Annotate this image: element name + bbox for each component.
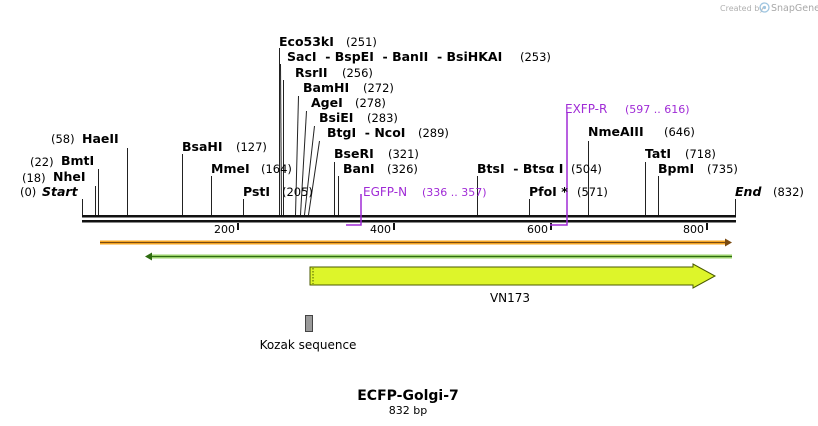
site-start[interactable]: (0) Start <box>20 184 79 199</box>
site-nhei-pos: (18) <box>22 171 46 185</box>
arrow-left-icon <box>145 252 152 261</box>
site-eco53ki[interactable]: Eco53kI (251) <box>279 34 377 49</box>
site-pfoi-pos: (571) <box>577 185 608 199</box>
site-bpmi-name: BpmI <box>658 161 694 176</box>
orf-reverse[interactable] <box>145 252 732 261</box>
site-saci-group-name: SacI - BspEI - BanII - BsiHKAI <box>287 49 502 64</box>
site-bmti[interactable]: (22) BmtI <box>30 153 94 169</box>
feature-vn173[interactable]: VN173 <box>309 263 717 305</box>
site-btsi-group-name: BtsI - Btsα I <box>477 161 563 176</box>
site-bpmi-pos: (735) <box>707 162 738 176</box>
ruler: 200 400 600 800 <box>214 223 708 236</box>
site-bsiei-name: BsiEI <box>319 110 353 125</box>
site-saci-group[interactable]: SacI - BspEI - BanII - BsiHKAI (253) <box>287 49 551 64</box>
site-bmti-name: BmtI <box>61 153 94 168</box>
site-btsi-group-pos: (504) <box>571 162 602 176</box>
site-btgi-group-name: BtgI - NcoI <box>327 125 405 140</box>
feature-kozak[interactable]: Kozak sequence <box>260 315 357 353</box>
ruler-tick-label: 400 <box>370 223 391 236</box>
site-psti-name: PstI <box>243 184 270 199</box>
site-bsahi-name: BsaHI <box>182 139 223 154</box>
site-eco53ki-name: Eco53kI <box>279 34 334 49</box>
orf-forward[interactable] <box>100 238 732 247</box>
primer-egfp-n[interactable]: EGFP-N (336 .. 357) <box>346 185 487 226</box>
site-haeii[interactable]: (58) HaeII <box>51 131 119 146</box>
site-bseri-pos: (321) <box>388 147 419 161</box>
site-end-pos: (832) <box>773 185 804 199</box>
site-agei-pos: (278) <box>355 96 386 110</box>
site-tati-pos: (718) <box>685 147 716 161</box>
site-nhei[interactable]: (18) NheI <box>22 169 86 185</box>
site-bamhi[interactable]: BamHI (272) <box>303 80 394 95</box>
site-btgi-group[interactable]: BtgI - NcoI (289) <box>327 125 449 140</box>
plasmid-length: 832 bp <box>389 404 427 417</box>
primer-exfp-r[interactable]: EXFP-R (597 .. 616) <box>550 102 690 226</box>
site-psti[interactable]: PstI (205) <box>243 184 313 199</box>
snapgene-logo-icon <box>759 2 770 13</box>
site-btsi-group[interactable]: BtsI - Btsα I (504) <box>477 161 602 176</box>
site-haeii-name: HaeII <box>82 131 119 146</box>
site-bsiei-pos: (283) <box>367 111 398 125</box>
credit-prefix: Created by <box>720 4 764 13</box>
snapgene-credit: Created by SnapGene <box>720 2 818 14</box>
plasmid-title: ECFP-Golgi-7 <box>357 388 459 404</box>
ruler-tick-mark <box>237 223 239 230</box>
ruler-tick-label: 600 <box>527 223 548 236</box>
site-tati[interactable]: TatI (718) <box>645 146 716 161</box>
site-bsahi-pos: (127) <box>236 140 267 154</box>
feature-vn173-label: VN173 <box>490 291 530 305</box>
site-bsiei[interactable]: BsiEI (283) <box>319 110 398 125</box>
ruler-tick-mark <box>706 223 708 230</box>
primer-exfp-r-name: EXFP-R <box>565 102 607 116</box>
site-agei-name: AgeI <box>311 95 343 110</box>
site-bani-name: BanI <box>343 161 375 176</box>
site-rsrii-name: RsrII <box>295 65 328 80</box>
primer-exfp-r-range: (597 .. 616) <box>625 103 690 116</box>
site-end[interactable]: End (832) <box>735 184 804 199</box>
site-rsrii-pos: (256) <box>342 66 373 80</box>
site-bmti-pos: (22) <box>30 155 54 169</box>
site-bseri-name: BseRI <box>334 146 374 161</box>
site-labels: (0) Start (18) NheI (22) BmtI (58) HaeII… <box>20 34 804 199</box>
site-bani-pos: (326) <box>387 162 418 176</box>
ruler-tick-mark <box>393 223 395 230</box>
site-btgi-group-pos: (289) <box>418 126 449 140</box>
arrow-right-icon <box>725 238 732 247</box>
site-start-pos: (0) <box>20 185 36 199</box>
site-saci-group-pos: (253) <box>520 50 551 64</box>
site-pfoi-name: PfoI * <box>529 184 568 199</box>
site-mmei-pos: (164) <box>261 162 292 176</box>
site-lines <box>82 48 736 216</box>
site-end-name: End <box>735 184 762 199</box>
sequence-backbone <box>82 215 736 223</box>
site-nmeaiii-pos: (646) <box>664 125 695 139</box>
site-bpmi[interactable]: BpmI (735) <box>658 161 738 176</box>
site-bamhi-name: BamHI <box>303 80 349 95</box>
site-eco53ki-pos: (251) <box>346 35 377 49</box>
site-bseri[interactable]: BseRI (321) <box>334 146 419 161</box>
site-psti-pos: (205) <box>282 185 313 199</box>
site-rsrii[interactable]: RsrII (256) <box>295 65 373 80</box>
site-nhei-name: NheI <box>53 169 86 184</box>
primer-egfp-n-name: EGFP-N <box>363 185 407 199</box>
site-mmei[interactable]: MmeI (164) <box>211 161 292 176</box>
site-haeii-pos: (58) <box>51 132 75 146</box>
credit-brand: SnapGene <box>771 3 818 14</box>
site-mmei-name: MmeI <box>211 161 250 176</box>
ruler-tick-mark <box>550 223 552 230</box>
site-agei[interactable]: AgeI (278) <box>311 95 386 110</box>
site-tati-name: TatI <box>645 146 671 161</box>
site-pfoi[interactable]: PfoI * (571) <box>529 184 608 199</box>
site-start-name: Start <box>42 184 79 199</box>
site-nmeaiii-name: NmeAIII <box>588 124 644 139</box>
ruler-tick-label: 200 <box>214 223 235 236</box>
ruler-tick-label: 800 <box>683 223 704 236</box>
feature-kozak-label: Kozak sequence <box>260 338 357 352</box>
primer-egfp-n-range: (336 .. 357) <box>422 186 487 199</box>
site-bani[interactable]: BanI (326) <box>343 161 418 176</box>
site-bsahi[interactable]: BsaHI (127) <box>182 139 267 154</box>
site-bamhi-pos: (272) <box>363 81 394 95</box>
site-nmeaiii[interactable]: NmeAIII (646) <box>588 124 695 139</box>
